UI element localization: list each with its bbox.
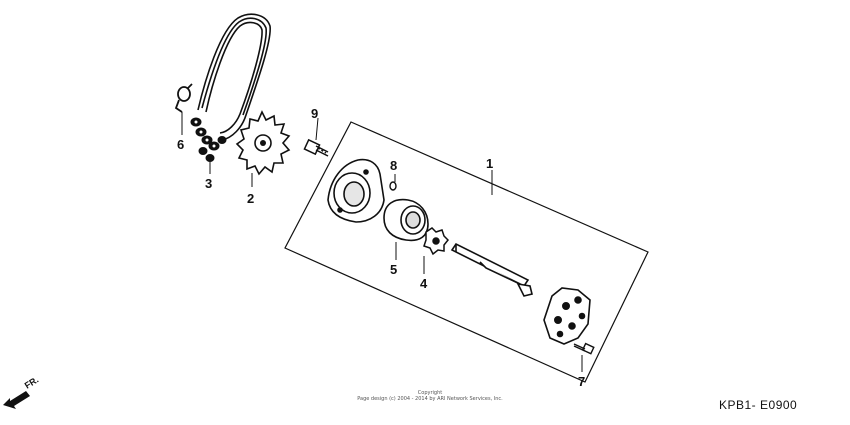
callout-8: 8 — [390, 158, 397, 173]
cam-chain[interactable] — [197, 13, 271, 141]
callout-6: 6 — [177, 137, 184, 152]
pump-cover[interactable] — [543, 287, 591, 345]
chain-clip[interactable] — [174, 83, 193, 113]
callout-9: 9 — [311, 106, 318, 121]
callout-3: 3 — [205, 176, 212, 191]
pump-body[interactable] — [327, 158, 385, 223]
copyright-title: Copyright — [417, 390, 443, 396]
oil-pump-assembly-box — [284, 121, 649, 383]
inner-rotor[interactable] — [423, 227, 450, 256]
cam-chain-links — [190, 117, 227, 162]
pump-shaft[interactable] — [450, 242, 533, 297]
copyright-text: Page design (c) 2004 - 2014 by ARI Netwo… — [357, 396, 503, 402]
bolt-9[interactable] — [303, 138, 329, 157]
callout-5: 5 — [390, 262, 397, 277]
diagram-code: KPB1- E0900 — [719, 398, 798, 412]
oil-pump-sprocket[interactable] — [235, 110, 291, 176]
leader-lines — [181, 112, 583, 372]
callout-4: 4 — [420, 276, 428, 291]
screw-7[interactable] — [573, 342, 595, 355]
outer-rotor[interactable] — [383, 198, 429, 242]
copyright-notice: Copyright Page design (c) 2004 - 2014 by… — [320, 390, 540, 402]
callout-2: 2 — [247, 191, 254, 206]
callout-1: 1 — [486, 156, 493, 171]
front-direction-label: FR. — [23, 375, 41, 391]
dowel-pin-8[interactable] — [389, 181, 397, 191]
front-direction-arrow: FR. — [3, 375, 40, 409]
callout-7: 7 — [578, 374, 585, 389]
